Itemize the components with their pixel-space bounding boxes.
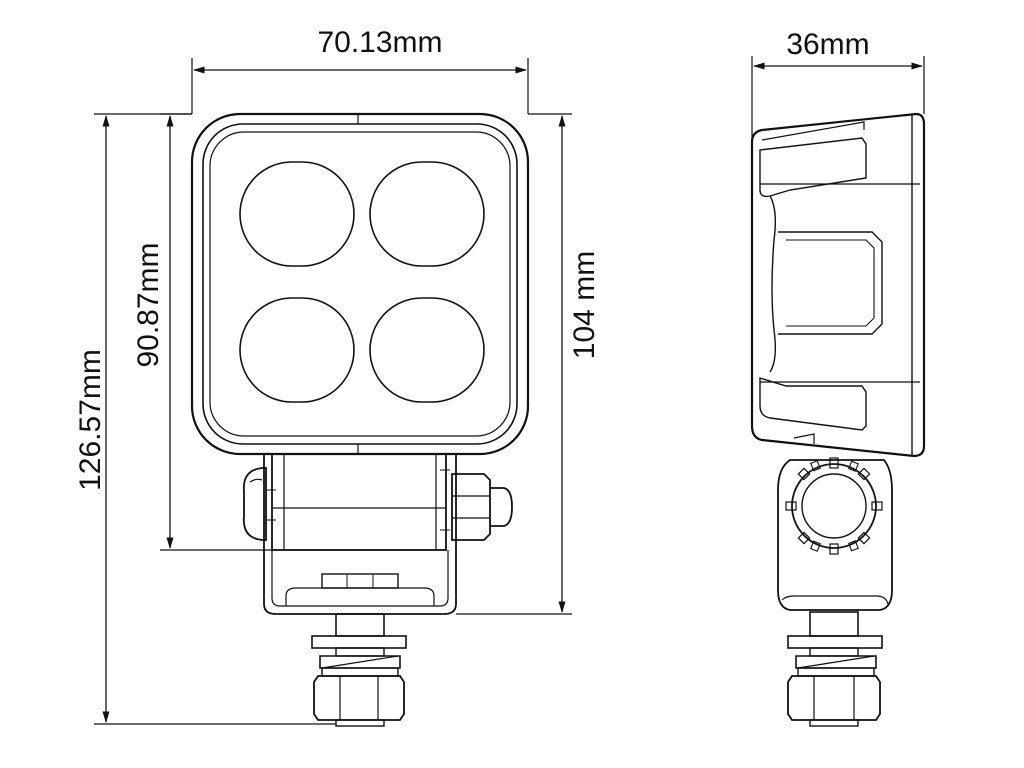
dimension-lines xyxy=(94,56,925,725)
front-view xyxy=(190,112,530,727)
side-gear-ring xyxy=(791,463,877,549)
led-reflector-top-right xyxy=(369,161,485,267)
front-housing-inner xyxy=(202,123,518,445)
front-bracket xyxy=(242,453,513,615)
front-stud-bolt xyxy=(311,613,407,727)
label-bracket-height: 90.87mm xyxy=(132,242,165,367)
side-view xyxy=(750,112,926,727)
label-total-height: 126.57mm xyxy=(74,349,107,491)
led-reflector-bottom-left xyxy=(239,297,355,403)
label-front-width: 70.13mm xyxy=(317,26,442,59)
side-bracket xyxy=(777,457,893,611)
led-reflector-bottom-right xyxy=(369,297,485,403)
front-housing-outer xyxy=(190,112,530,456)
side-stud-bolt xyxy=(787,611,883,727)
side-gear-teeth xyxy=(785,457,883,555)
label-housing-height: 104 mm xyxy=(568,251,601,359)
led-reflector-top-left xyxy=(239,161,355,267)
front-lens-frame xyxy=(209,131,511,437)
side-housing-outline xyxy=(750,112,926,458)
label-side-depth: 36mm xyxy=(786,28,869,61)
